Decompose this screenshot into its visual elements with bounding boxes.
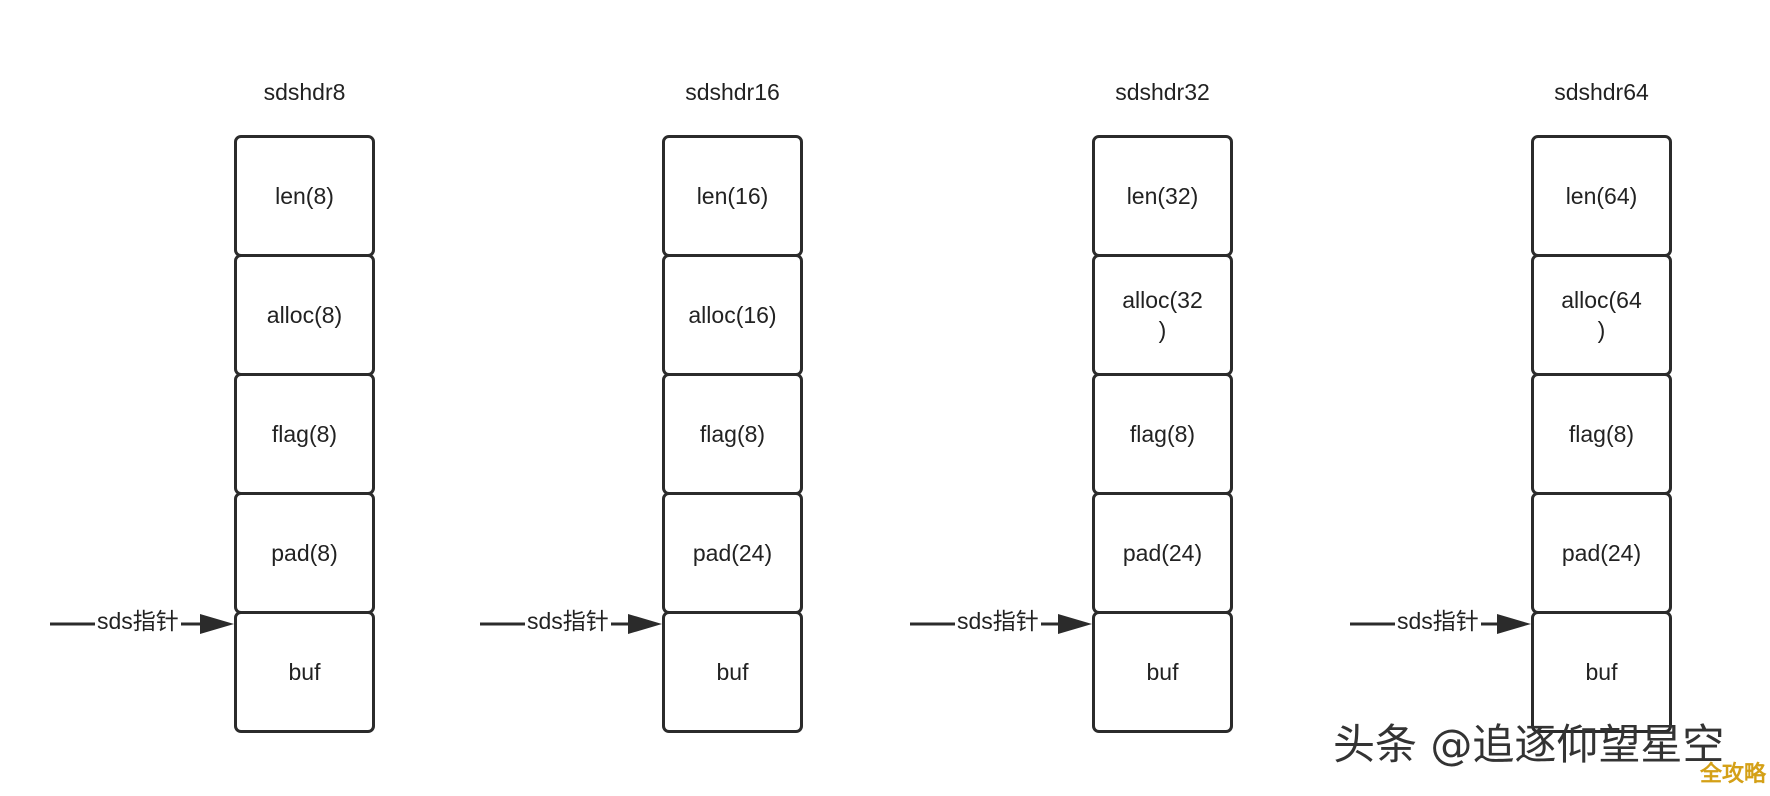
field-label: pad(24)	[1122, 540, 1203, 566]
field-label: buf	[1146, 659, 1179, 685]
field-buf: buf	[1092, 611, 1233, 733]
field-flag: flag(8)	[1092, 373, 1233, 495]
field-len: len(8)	[234, 135, 375, 257]
field-label: alloc(64 )	[1561, 287, 1642, 343]
watermark-badge: 全攻略	[1700, 762, 1767, 787]
memory-stack: len(32) alloc(32 ) flag(8) pad(24) buf	[1092, 135, 1233, 733]
column-title: sdshdr64	[1554, 79, 1649, 105]
field-label: pad(8)	[271, 540, 338, 566]
field-pad: pad(24)	[1531, 492, 1672, 614]
field-label: len(32)	[1126, 183, 1199, 209]
field-label: flag(8)	[1568, 421, 1635, 447]
pointer-label: sds指针	[1395, 607, 1481, 635]
sds-pointer: sds指针	[1350, 604, 1533, 644]
field-label: len(64)	[1565, 183, 1638, 209]
column-title: sdshdr8	[263, 79, 346, 105]
memory-stack: len(8) alloc(8) flag(8) pad(8) buf	[234, 135, 375, 733]
watermark-text: 头条 @追逐仰望星空	[1333, 720, 1725, 769]
field-label: len(16)	[696, 183, 769, 209]
pointer-label: sds指针	[525, 607, 611, 635]
memory-stack: len(64) alloc(64 ) flag(8) pad(24) buf	[1531, 135, 1672, 733]
field-pad: pad(24)	[1092, 492, 1233, 614]
memory-stack: len(16) alloc(16) flag(8) pad(24) buf	[662, 135, 803, 733]
field-len: len(32)	[1092, 135, 1233, 257]
column-title: sdshdr16	[685, 79, 780, 105]
field-label: buf	[716, 659, 749, 685]
field-alloc: alloc(8)	[234, 254, 375, 376]
field-buf: buf	[234, 611, 375, 733]
field-label: buf	[1585, 659, 1618, 685]
sds-pointer: sds指针	[50, 604, 236, 644]
field-len: len(16)	[662, 135, 803, 257]
field-label: len(8)	[275, 183, 334, 209]
sds-pointer: sds指针	[910, 604, 1094, 644]
field-buf: buf	[662, 611, 803, 733]
field-label: pad(24)	[692, 540, 773, 566]
field-alloc: alloc(64 )	[1531, 254, 1672, 376]
field-label: alloc(8)	[266, 302, 343, 328]
field-label: alloc(32 )	[1122, 287, 1203, 343]
field-label: buf	[288, 659, 321, 685]
field-label: flag(8)	[271, 421, 338, 447]
sds-pointer: sds指针	[480, 604, 664, 644]
field-alloc: alloc(32 )	[1092, 254, 1233, 376]
field-label: flag(8)	[699, 421, 766, 447]
field-label: alloc(16)	[688, 302, 777, 328]
field-label: flag(8)	[1129, 421, 1196, 447]
column-title: sdshdr32	[1115, 79, 1210, 105]
field-label: pad(24)	[1561, 540, 1642, 566]
field-buf: buf	[1531, 611, 1672, 733]
field-pad: pad(24)	[662, 492, 803, 614]
field-len: len(64)	[1531, 135, 1672, 257]
field-flag: flag(8)	[662, 373, 803, 495]
field-flag: flag(8)	[1531, 373, 1672, 495]
pointer-label: sds指针	[955, 607, 1041, 635]
pointer-label: sds指针	[95, 607, 181, 635]
field-pad: pad(8)	[234, 492, 375, 614]
field-alloc: alloc(16)	[662, 254, 803, 376]
field-flag: flag(8)	[234, 373, 375, 495]
